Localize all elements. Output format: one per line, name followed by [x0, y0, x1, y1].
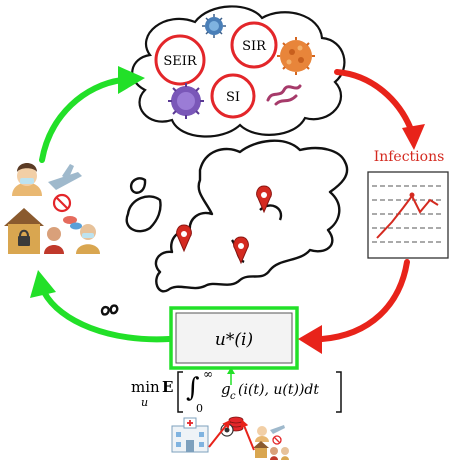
infections-label: Infections [374, 149, 445, 165]
left-bracket [177, 371, 183, 413]
si-circle [210, 73, 256, 119]
arrow-infections-to-controller [298, 259, 410, 354]
objective-formula: min u E ∫ ∞ 0 g c (i(t), u(t))dt [131, 367, 342, 415]
masked-person-icon [12, 163, 42, 196]
seir-circle [154, 34, 206, 86]
interventions-icon-group [4, 163, 100, 254]
virus-orange-icon [277, 37, 315, 75]
map-pin-south-icon [233, 236, 249, 265]
sir-circle [230, 21, 278, 69]
arrow-controller-to-interventions [30, 270, 172, 343]
arrow-hospital-to-cost [208, 419, 231, 448]
model-cloud: SEIR SIR SI [131, 5, 346, 138]
integrand-arguments: (i(t), u(t))dt [238, 382, 319, 398]
min-subscript: u [141, 396, 148, 409]
controller-label: u*(i) [215, 330, 253, 350]
min-operator: min [131, 378, 160, 396]
no-travel-icon [48, 164, 82, 213]
virus-blue-small-icon [202, 14, 226, 38]
worm-virus-icon [266, 84, 302, 106]
controller-box: u*(i) [169, 306, 299, 370]
expectation-symbol: E [162, 378, 173, 396]
right-bracket [336, 371, 342, 413]
social-distancing-icon [44, 216, 100, 254]
integral-sign: ∫ [186, 373, 200, 403]
map-pin-north-icon [256, 185, 272, 214]
arrow-cloud-to-infections [334, 69, 425, 150]
arrow-interventions-to-cloud [39, 66, 145, 163]
si-label: SI [226, 90, 240, 105]
virus-purple-icon [168, 83, 204, 119]
interventions-small-icon [253, 425, 289, 460]
sir-label: SIR [242, 39, 267, 54]
integrand-subscript: c [230, 391, 236, 402]
lockdown-house-icon [4, 208, 44, 254]
arrow-interventions-to-cost [240, 419, 255, 451]
seir-label: SEIR [163, 54, 198, 69]
arrow-objective-to-controller [227, 367, 235, 385]
integral-lower-limit: 0 [196, 402, 203, 415]
hospital-icon [171, 417, 209, 453]
integrand-function: g [221, 380, 231, 398]
map-pin-west-icon [176, 224, 192, 253]
integral-upper-limit: ∞ [203, 367, 213, 381]
europe-map [100, 139, 349, 316]
infections-chart-icon [367, 171, 449, 259]
